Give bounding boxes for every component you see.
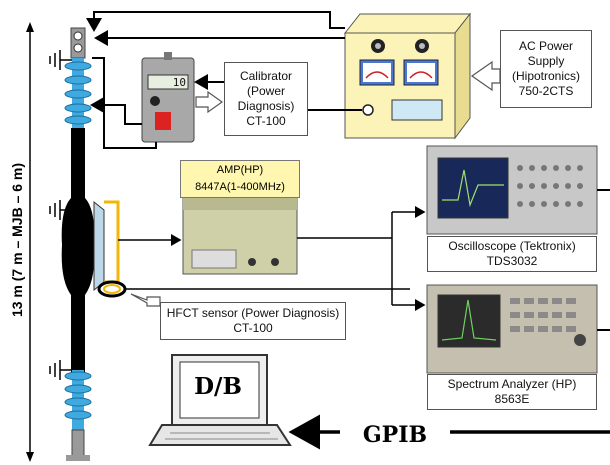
calibrator-device [141, 52, 195, 143]
gpib-label: GPIB [340, 420, 450, 450]
hfct-line-1: HFCT sensor (Power Diagnosis) [166, 306, 340, 320]
calibrator-line-3: Diagnosis) [237, 99, 295, 113]
height-label: 13 m (7 m – MJB – 6 m) [9, 162, 25, 318]
ac-power-line-2: Supply [527, 54, 565, 68]
db-label: D/B [194, 373, 242, 400]
sensor-wire [104, 200, 120, 284]
amp-label: AMP(HP) 8447A(1-400MHz) [180, 160, 300, 198]
calibrator-line-2: (Power [246, 84, 285, 98]
amp-device [182, 197, 298, 275]
oscilloscope-line-1: Oscilloscope (Tektronix) [448, 239, 576, 253]
ac-power-supply [343, 12, 472, 140]
callout-arrows [130, 60, 501, 307]
calibrator-label: Calibrator (Power Diagnosis) CT-100 [224, 62, 308, 136]
calibrator-line-4: CT-100 [246, 114, 286, 128]
ac-power-line-4: 750-2CTS [518, 84, 574, 98]
laptop-db [148, 354, 292, 446]
ac-power-line-1: AC Power [518, 39, 573, 53]
amp-line-2: 8447A(1-400MHz) [195, 181, 285, 193]
calibrator-line-1: Calibrator [239, 69, 292, 83]
spectrum-line-1: Spectrum Analyzer (HP) [447, 377, 577, 391]
hfct-ring [97, 280, 127, 298]
spectrum-label: Spectrum Analyzer (HP) 8563E [427, 374, 597, 410]
amp-line-1: AMP(HP) [216, 164, 264, 176]
ground-symbols [49, 50, 72, 380]
top-insulator [64, 58, 92, 128]
calibrator-display: 10 [172, 76, 186, 89]
oscilloscope-line-2: TDS3032 [486, 254, 538, 268]
spectrum-line-2: 8563E [494, 392, 530, 406]
hfct-label: HFCT sensor (Power Diagnosis) CT-100 [160, 302, 346, 340]
ac-power-line-3: (Hipotronics) [511, 69, 580, 83]
oscilloscope-label: Oscilloscope (Tektronix) TDS3032 [427, 236, 597, 272]
cable-termination [61, 27, 105, 461]
height-dimension [26, 22, 34, 462]
oscilloscope-device [426, 145, 598, 235]
hfct-line-2: CT-100 [233, 321, 273, 335]
spectrum-analyzer-device [426, 284, 598, 374]
bottom-insulator [64, 370, 92, 430]
ac-power-label: AC Power Supply (Hipotronics) 750-2CTS [500, 30, 592, 108]
